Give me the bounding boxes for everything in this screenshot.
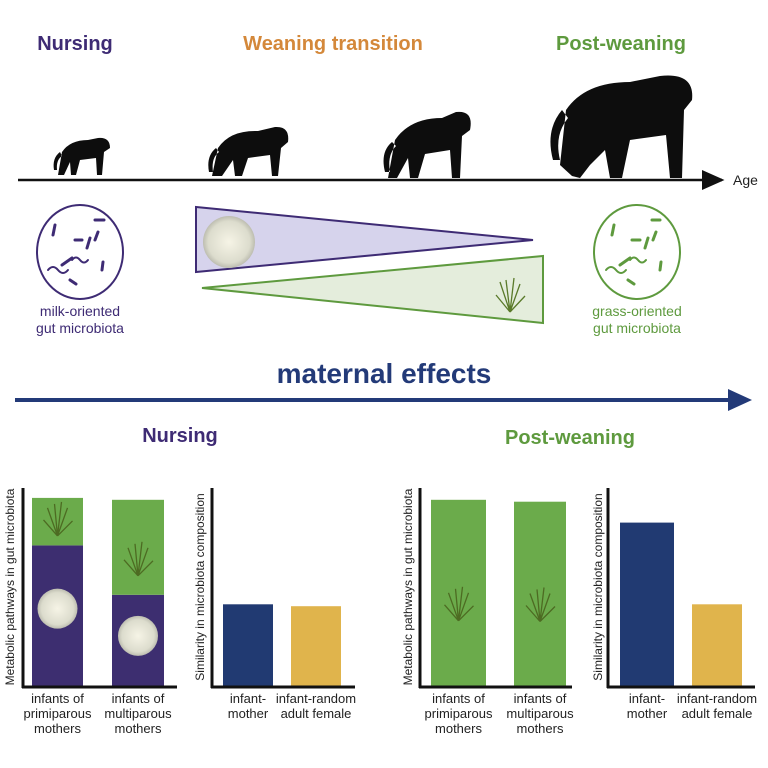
infant-mother-bar bbox=[620, 522, 674, 686]
category-label-line: infants of bbox=[514, 691, 567, 706]
grass-icon bbox=[444, 586, 474, 622]
category-label-line: infant- bbox=[230, 691, 266, 706]
category-label-line: infant-random bbox=[276, 691, 356, 706]
category-label-line: infants of bbox=[112, 691, 165, 706]
baboon-icon bbox=[383, 111, 471, 178]
category-label-line: mothers bbox=[34, 721, 81, 736]
grass-icon bbox=[123, 541, 154, 577]
grass-icon bbox=[43, 501, 73, 537]
grass-icon bbox=[525, 587, 556, 622]
y-axis-label: Metabolic pathways in gut microbiota bbox=[401, 488, 415, 685]
y-axis-label: Similarity in microbiota composition bbox=[193, 493, 207, 680]
category-label-line: mothers bbox=[115, 721, 162, 736]
grass-microbiota-label-2: gut microbiota bbox=[593, 320, 681, 336]
bacteria-icon bbox=[605, 218, 663, 286]
infant-random-bar bbox=[291, 606, 341, 686]
category-label: infant-mother bbox=[627, 691, 668, 721]
grass-increase-wedge bbox=[201, 254, 544, 325]
maternal-effects-label: maternal effects bbox=[277, 358, 492, 389]
milk-icon bbox=[203, 216, 255, 268]
y-axis-label: Metabolic pathways in gut microbiota bbox=[3, 488, 17, 685]
category-label-line: adult female bbox=[682, 706, 753, 721]
bottom-postweaning-title: Post-weaning bbox=[505, 427, 635, 449]
category-label-line: mothers bbox=[435, 721, 482, 736]
grass-bar-segment bbox=[514, 501, 566, 686]
grass-microbiota-label-1: grass-oriented bbox=[592, 303, 682, 319]
category-label-line: infant- bbox=[629, 691, 665, 706]
category-label-line: mother bbox=[627, 706, 668, 721]
grass-microbiota-circle bbox=[593, 204, 681, 300]
milk-microbiota-label-1: milk-oriented bbox=[40, 303, 120, 319]
maternal-effects-arrowhead bbox=[728, 389, 752, 411]
category-label: infant-mother bbox=[228, 691, 269, 721]
age-axis-label: Age bbox=[733, 172, 758, 188]
bottom-nursing-title: Nursing bbox=[142, 425, 218, 447]
grass-bar-segment bbox=[112, 499, 164, 595]
category-label-line: mother bbox=[228, 706, 269, 721]
category-label-line: mothers bbox=[517, 721, 564, 736]
y-axis-label: Similarity in microbiota composition bbox=[591, 493, 605, 680]
category-label-line: primiparous bbox=[24, 706, 92, 721]
category-label-line: primiparous bbox=[425, 706, 493, 721]
category-label-line: adult female bbox=[281, 706, 352, 721]
milk-microbiota-label-2: gut microbiota bbox=[36, 320, 124, 336]
baboon-icon bbox=[208, 126, 289, 176]
stage-postweaning-title: Post-weaning bbox=[556, 33, 686, 55]
milk-microbiota-circle bbox=[36, 204, 124, 300]
category-label-line: infants of bbox=[31, 691, 84, 706]
grass-icon bbox=[495, 277, 526, 313]
infant-random-bar bbox=[692, 604, 742, 686]
stage-weaning-title: Weaning transition bbox=[243, 33, 423, 55]
milk-icon bbox=[37, 588, 78, 629]
stage-nursing-title: Nursing bbox=[37, 33, 113, 55]
category-label-line: multiparous bbox=[506, 706, 574, 721]
infant-mother-bar bbox=[223, 604, 273, 686]
milk-decrease-wedge bbox=[195, 205, 534, 274]
grass-bar-segment bbox=[431, 499, 486, 686]
baboon-icon bbox=[53, 137, 110, 175]
category-label-line: multiparous bbox=[104, 706, 172, 721]
milk-icon bbox=[118, 615, 158, 656]
category-label-line: infant-random bbox=[677, 691, 757, 706]
bacteria-icon bbox=[47, 218, 106, 286]
grass-bar-segment bbox=[32, 497, 83, 546]
baboon-silhouettes bbox=[53, 75, 693, 178]
baboon-icon bbox=[550, 75, 693, 178]
category-label-line: infants of bbox=[432, 691, 485, 706]
